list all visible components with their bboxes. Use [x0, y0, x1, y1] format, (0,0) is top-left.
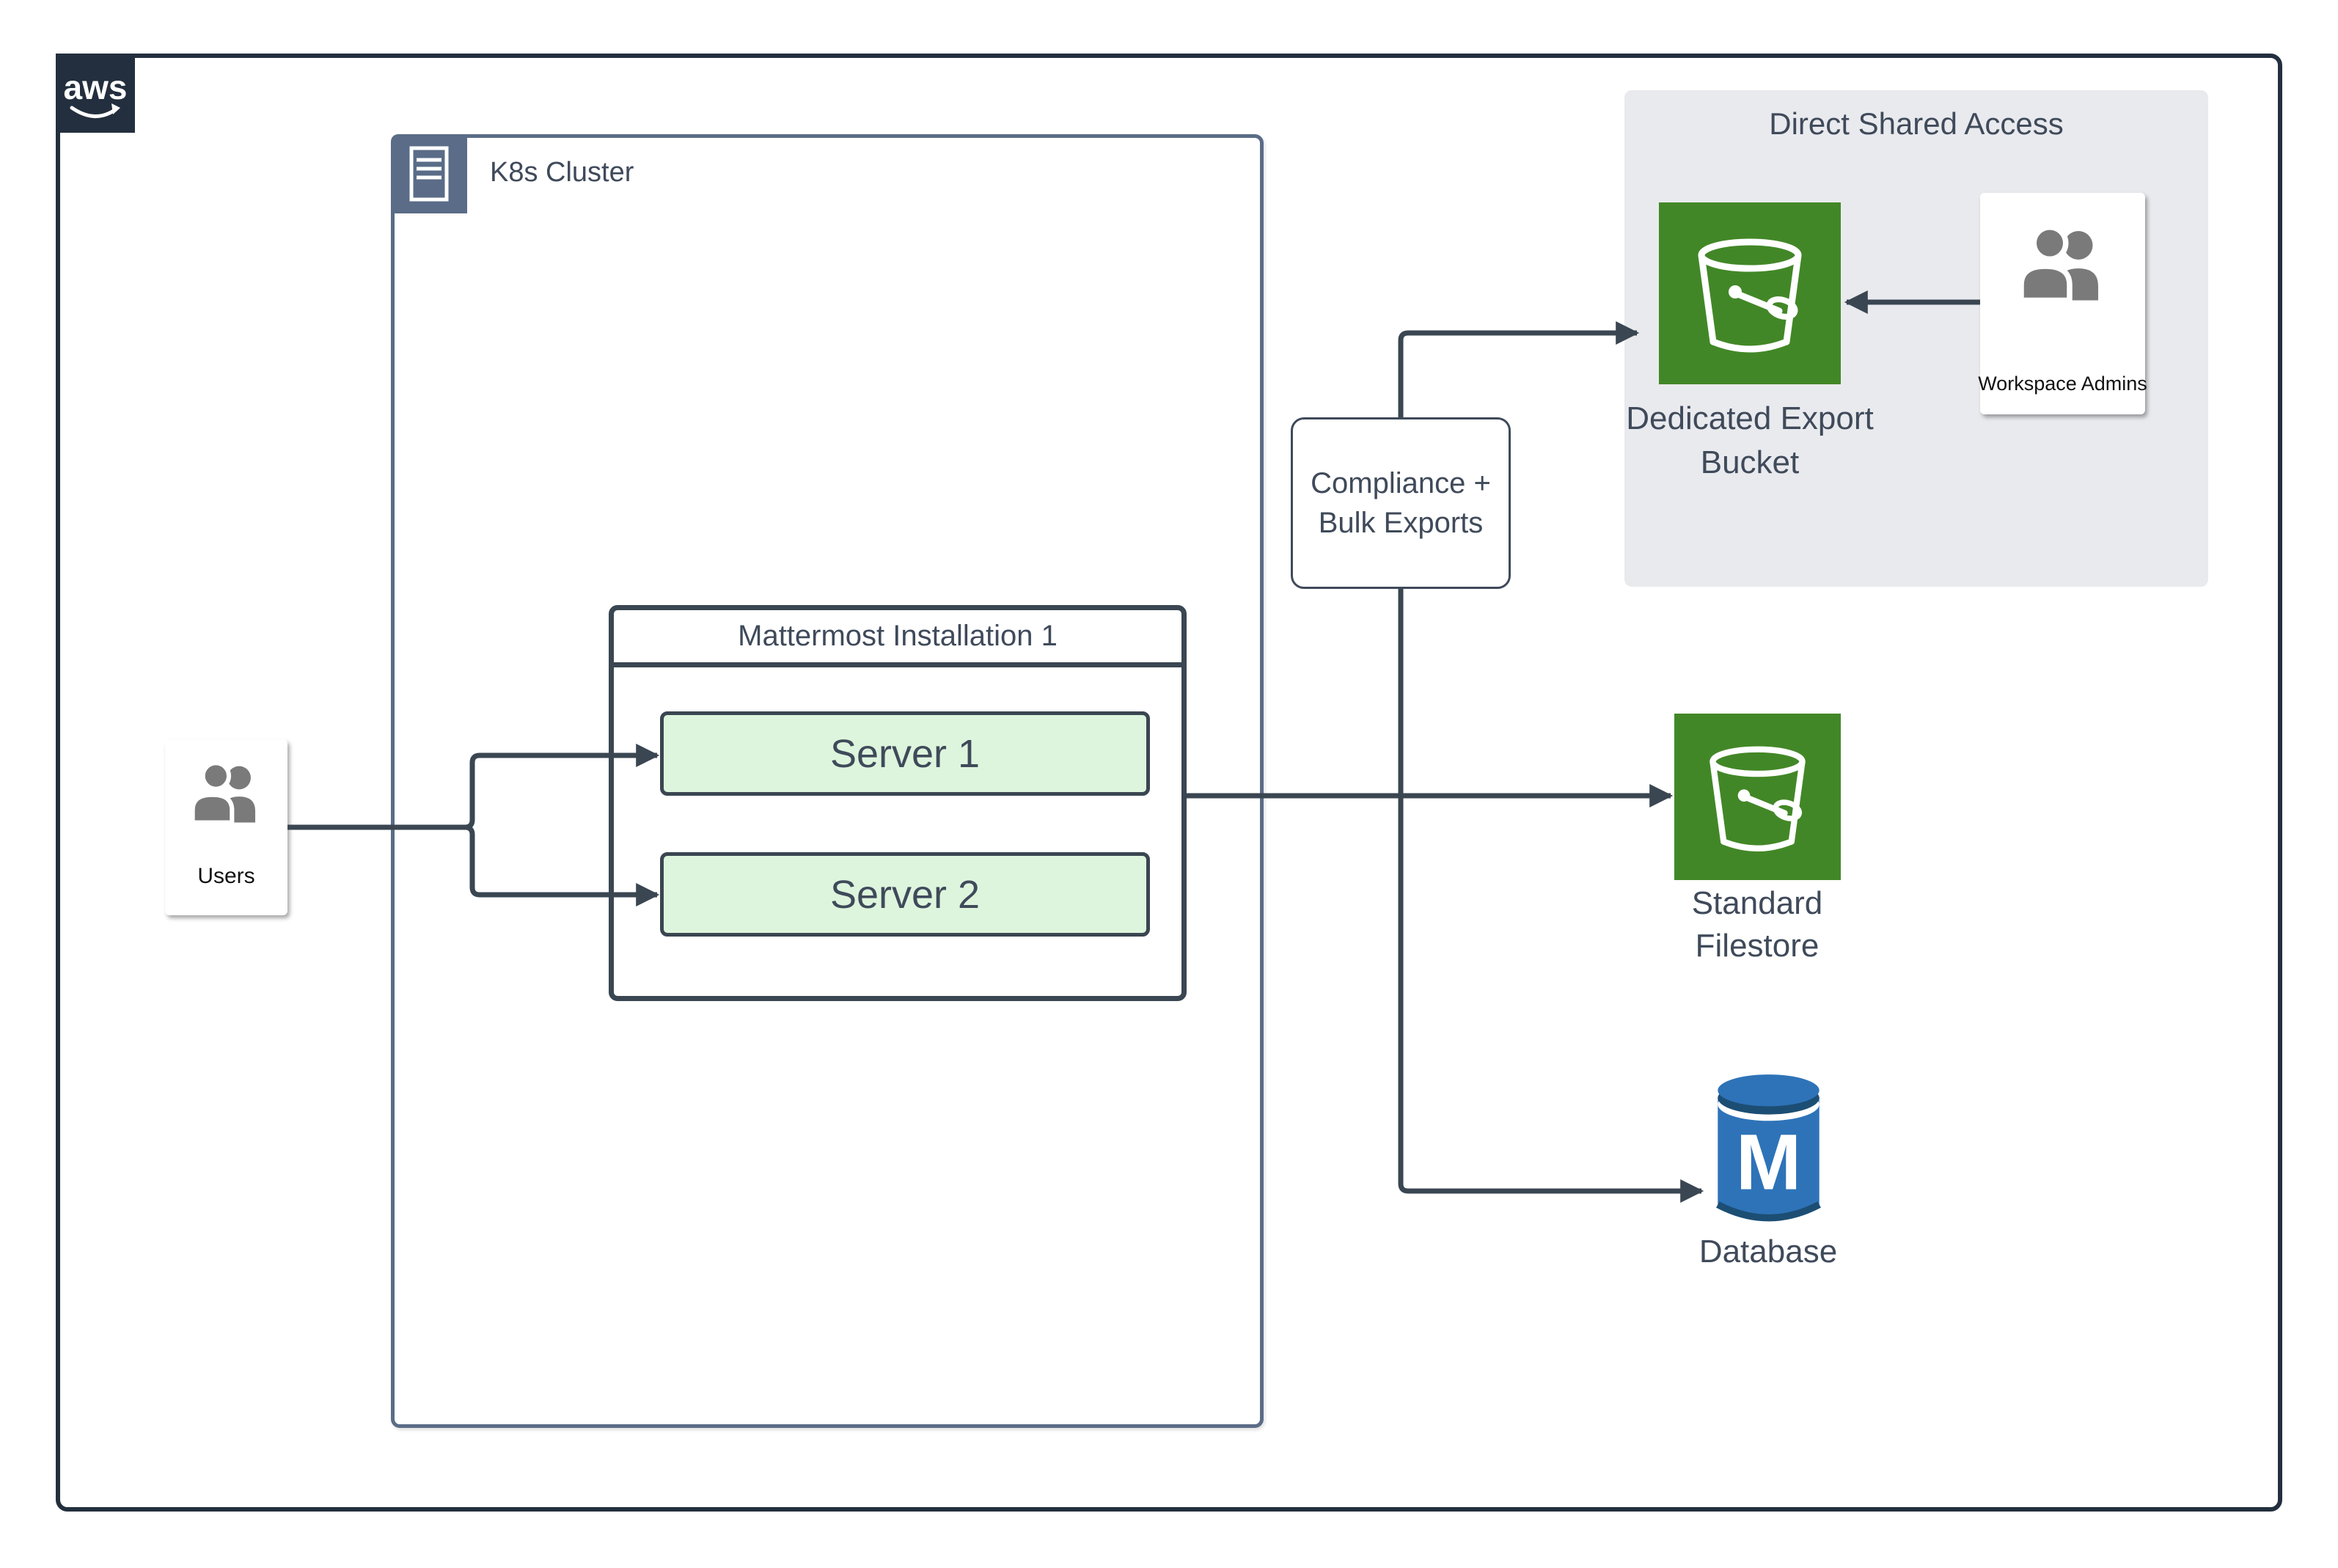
dedicated-export-bucket-icon	[1659, 202, 1841, 384]
server-1-label: Server 1	[829, 731, 981, 776]
standard-filestore-label-line2: Filestore	[1695, 928, 1820, 964]
mattermost-installation-title: Mattermost Installation 1	[614, 610, 1181, 667]
aws-smile-arrow-icon	[111, 103, 120, 114]
aws-logo-graphic: aws	[64, 68, 128, 118]
s3-bucket-icon	[1698, 238, 1802, 353]
mattermost-installation-container: Mattermost Installation 1	[609, 605, 1187, 1001]
standard-filestore-label: Standard Filestore	[1574, 882, 1941, 967]
k8s-cluster-label: K8s Cluster	[490, 157, 634, 188]
database-icon: M	[1705, 1071, 1832, 1234]
aws-smile-icon	[70, 106, 118, 118]
compliance-label-line1: Compliance +	[1311, 467, 1491, 499]
workspace-admins-card	[1980, 193, 2145, 414]
aws-logo-text: aws	[64, 68, 128, 106]
compliance-label-line2: Bulk Exports	[1318, 507, 1484, 539]
database-cylinder-icon: M	[1716, 1074, 1821, 1222]
standard-filestore-label-line1: Standard	[1691, 885, 1823, 921]
workspace-admins-label: Workspace Admins	[1978, 373, 2147, 395]
standard-filestore-icon	[1674, 714, 1841, 880]
users-card	[165, 739, 287, 915]
k8s-cluster-badge	[391, 134, 467, 213]
database-monogram: M	[1736, 1118, 1801, 1206]
users-label: Users	[197, 864, 255, 888]
dedicated-export-bucket-label-line1: Dedicated Export	[1626, 400, 1874, 436]
direct-shared-access-title: Direct Shared Access	[1769, 106, 2064, 141]
dedicated-export-bucket-label: Dedicated Export Bucket	[1566, 397, 1933, 485]
compliance-bulk-exports-node: Compliance + Bulk Exports	[1291, 417, 1511, 589]
users-icon	[190, 761, 255, 825]
server-2-node: Server 2	[660, 852, 1150, 937]
dedicated-export-bucket-label-line2: Bucket	[1700, 444, 1800, 480]
workspace-admins-icon	[2018, 224, 2098, 304]
server-rack-icon	[409, 146, 449, 202]
server-2-label: Server 2	[829, 872, 981, 917]
aws-logo: aws	[56, 54, 135, 133]
s3-bucket-icon	[1709, 746, 1806, 851]
server-1-node: Server 1	[660, 711, 1150, 796]
database-label: Database	[1698, 1234, 1838, 1270]
